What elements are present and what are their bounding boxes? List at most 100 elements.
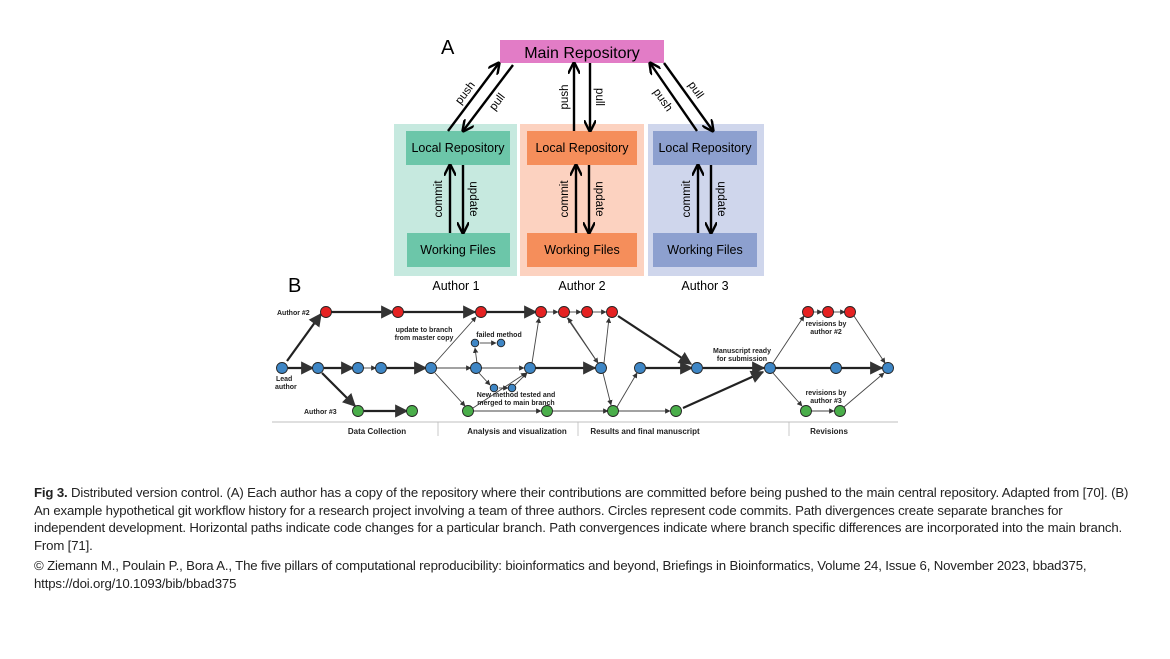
commit-node <box>882 362 894 374</box>
author3-local-repo-box <box>653 131 757 165</box>
author2-local-repo-box <box>527 131 637 165</box>
edge <box>567 317 599 364</box>
commit-node <box>392 306 404 318</box>
commit-node <box>834 405 846 417</box>
edge <box>617 315 693 365</box>
phase-revisions: Revisions <box>810 427 848 436</box>
edge <box>531 317 541 364</box>
annotation-rev2-2: author #2 <box>810 329 842 336</box>
commit-node <box>425 362 437 374</box>
edge <box>321 372 356 407</box>
author2-working-files-box <box>527 233 637 267</box>
author1-working-files-label: Working Files <box>420 243 495 257</box>
edge <box>286 312 322 362</box>
author3-local-repo-label: Local Repository <box>658 141 752 155</box>
commit-node <box>634 362 646 374</box>
edge <box>843 372 885 408</box>
commit-node <box>524 362 536 374</box>
edge <box>434 316 477 364</box>
edge <box>772 315 805 364</box>
commit-node <box>406 405 418 417</box>
edge <box>478 372 491 386</box>
author1-pull-arrow <box>463 64 514 131</box>
commit-node <box>800 405 812 417</box>
commit-node <box>606 306 618 318</box>
author2-working-files-label: Working Files <box>544 243 619 257</box>
author3-update-label: update <box>715 181 727 216</box>
commit-node <box>352 362 364 374</box>
annotation-new-method-1: New method tested and <box>477 392 556 399</box>
author2-push-label: push <box>559 85 571 110</box>
commit-node <box>352 405 364 417</box>
author3-working-files-box <box>653 233 757 267</box>
commit-node <box>581 306 593 318</box>
author1-working-files-box <box>407 233 510 267</box>
author2-update-label: update <box>593 181 605 216</box>
caption-text: Distributed version control. (A) Each au… <box>34 485 1129 553</box>
commit-node <box>670 405 682 417</box>
author3-working-files-label: Working Files <box>667 243 742 257</box>
lead-author-label-1: Lead <box>276 376 292 383</box>
commit-node <box>320 306 332 318</box>
author2-branch-label: Author #2 <box>277 310 310 317</box>
author3-branch-label: Author #3 <box>304 409 337 416</box>
commit-node <box>489 383 499 393</box>
annotation-new-method-2: merged to main branch <box>477 400 554 407</box>
commit-node <box>507 383 517 393</box>
author3-label: Author 3 <box>681 279 728 293</box>
commit-node <box>822 306 834 318</box>
author2-pull-label: pull <box>593 88 605 106</box>
commit-node <box>462 405 474 417</box>
edge <box>853 315 886 364</box>
author1-push-label: push <box>453 80 478 107</box>
commit-node <box>830 362 842 374</box>
version-control-figure: A Main Repository Local Repository Local… <box>272 37 898 436</box>
phase-data-collection: Data Collection <box>348 427 406 436</box>
author2-local-repo-label: Local Repository <box>535 141 629 155</box>
author1-push-arrow <box>447 63 499 132</box>
author2-commit-label: commit <box>559 180 571 218</box>
commit-node <box>375 362 387 374</box>
edge <box>772 372 803 407</box>
author3-push-label: push <box>650 87 674 114</box>
annotation-update-2: from master copy <box>395 335 454 342</box>
caption-label: Fig 3. <box>34 485 68 500</box>
commit-node <box>764 362 776 374</box>
commit-node <box>607 405 619 417</box>
commit-node <box>535 306 547 318</box>
commit-node <box>312 362 324 374</box>
phase-results: Results and final manuscript <box>590 427 700 436</box>
author3-commit-label: commit <box>681 180 693 218</box>
annotation-failed-method: failed method <box>476 332 522 339</box>
edge <box>472 347 479 364</box>
main-repository-label: Main Repository <box>524 45 640 62</box>
credit-line: © Ziemann M., Poulain P., Bora A., The f… <box>34 558 1087 591</box>
author3-push-arrow <box>650 63 698 132</box>
edge <box>682 370 765 410</box>
commit-node <box>844 306 856 318</box>
edge <box>616 372 638 408</box>
author1-label: Author 1 <box>432 279 479 293</box>
main-repository-box <box>500 40 664 63</box>
commit-node <box>802 306 814 318</box>
edge <box>602 372 613 406</box>
annotation-rev3-1: revisions by <box>806 390 847 397</box>
edge <box>603 317 612 364</box>
author3-pull-arrow <box>663 62 713 131</box>
author1-local-repo-box <box>406 131 510 165</box>
lead-author-label-2: author <box>275 384 297 391</box>
commit-node <box>496 338 506 348</box>
author1-local-repo-label: Local Repository <box>411 141 505 155</box>
commit-node <box>276 362 288 374</box>
figure-caption: Fig 3. Distributed version control. (A) … <box>34 484 1134 554</box>
annotation-manuscript-1: Manuscript ready <box>713 348 771 355</box>
annotation-update-1: update to branch <box>396 327 453 334</box>
commit-node <box>470 338 480 348</box>
commit-node <box>595 362 607 374</box>
annotation-manuscript-2: for submission <box>717 356 767 363</box>
annotation-rev3-2: author #3 <box>810 398 842 405</box>
commit-node <box>541 405 553 417</box>
edge <box>434 372 466 407</box>
author1-commit-label: commit <box>433 180 445 218</box>
author1-update-label: update <box>467 181 479 216</box>
